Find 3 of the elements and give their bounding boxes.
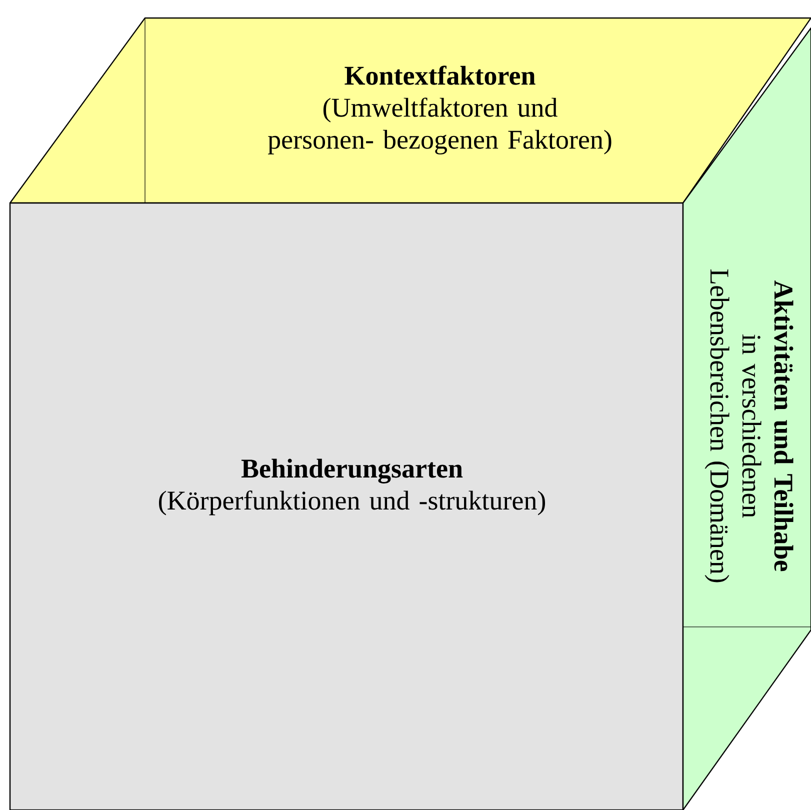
top-face: Kontextfaktoren (Umweltfaktoren und personen- bezogenen Faktoren) xyxy=(9,17,811,204)
front-face: Behinderungsarten (Körperfunktionen und -strukturen) xyxy=(9,202,684,810)
side-face: Aktivitäten und Teilhabe in verschiedenen Lebensbereichen (Domänen) xyxy=(682,27,811,810)
